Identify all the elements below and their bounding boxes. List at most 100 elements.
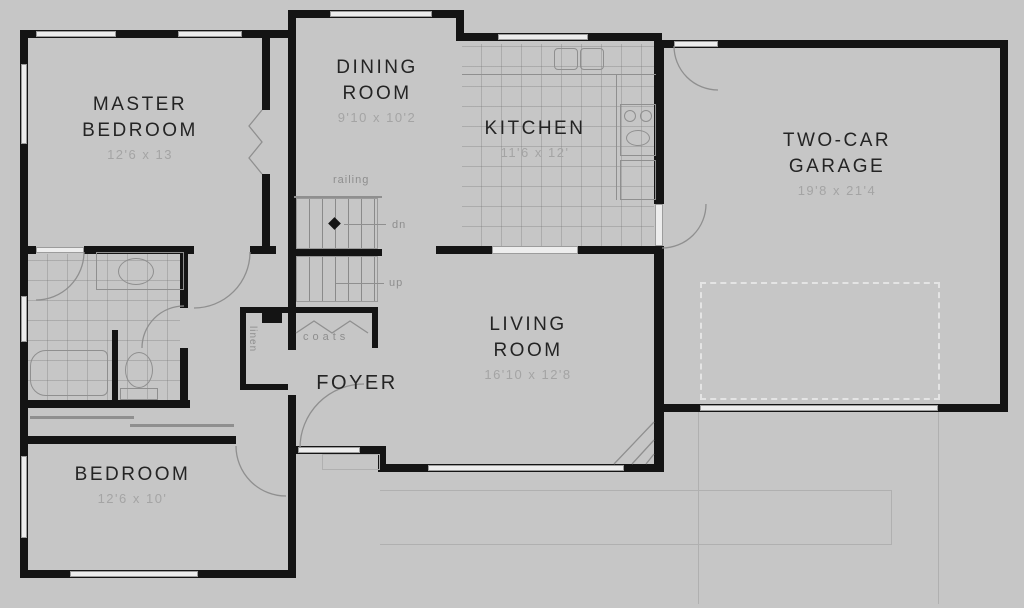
room-dimensions: 11'6 x 12' (500, 145, 570, 160)
room-label-garage: TWO-CAR GARAGE 19'8 x 21'4 (742, 128, 932, 199)
stove-burner (640, 110, 652, 122)
refrigerator (620, 160, 656, 200)
kitchen-garage-door-arc (661, 203, 707, 249)
room-name: DINING (336, 57, 418, 78)
stair-leader-line (336, 283, 384, 284)
driveway-line (698, 412, 699, 604)
room-dimensions: 12'6 x 10' (97, 491, 168, 506)
room-name: LIVING (489, 314, 567, 335)
wall (1000, 40, 1008, 412)
counter-edge (462, 74, 656, 75)
wall (240, 384, 288, 390)
wall (84, 246, 194, 254)
patio-line (891, 490, 892, 545)
driveway-line (938, 412, 939, 604)
stairs-down-label: dn (392, 219, 407, 231)
wall (20, 400, 190, 408)
toilet-bowl (125, 352, 153, 388)
master-bedroom-door-arc (193, 251, 251, 309)
wall (372, 307, 378, 348)
window (330, 11, 432, 17)
wall (654, 246, 664, 472)
garage-ceiling-dashed-outline (700, 282, 940, 400)
stair-leader-line (344, 224, 386, 225)
wall (250, 246, 276, 254)
stove-burner (624, 110, 636, 122)
window (21, 64, 27, 144)
room-name: BEDROOM (74, 464, 191, 485)
wall (262, 38, 270, 110)
room-name: GARAGE (788, 156, 886, 177)
wall (288, 395, 296, 578)
wall (578, 246, 662, 254)
room-name: BEDROOM (82, 120, 198, 141)
linen-closet-label: linen (247, 326, 258, 353)
room-label-kitchen: KITCHEN 11'6 x 12' (455, 116, 615, 161)
room-dimensions: 19'8 x 21'4 (797, 183, 877, 198)
room-name: FOYER (316, 372, 398, 394)
room-label-master-bedroom: MASTER BEDROOM 12'6 x 13 (50, 92, 230, 163)
kitchen-pass-through (492, 246, 578, 254)
vanity-sink (118, 258, 154, 285)
garage-door (700, 405, 938, 411)
stair-railing-wall (294, 249, 382, 256)
patio-line (380, 490, 892, 491)
toilet-tank (120, 388, 158, 400)
room-dimensions: 16'10 x 12'8 (484, 367, 572, 382)
stairs-up-run (296, 256, 378, 302)
wall (20, 436, 236, 444)
wall (20, 246, 36, 254)
window (21, 456, 27, 538)
bedroom-door-arc (235, 445, 287, 497)
room-name: ROOM (342, 83, 412, 104)
stove (620, 104, 656, 156)
room-name: MASTER (92, 94, 188, 115)
wall (20, 30, 296, 38)
room-label-foyer: FOYER (302, 370, 412, 396)
vanity-counter (96, 252, 184, 290)
room-label-living-room: LIVING ROOM 16'10 x 12'8 (448, 312, 608, 383)
front-door-leaf (298, 447, 360, 453)
window (36, 31, 116, 37)
kitchen-sink-basin (580, 48, 604, 70)
wall (262, 174, 270, 254)
bathroom-door-leaf (36, 247, 84, 253)
room-label-dining-room: DINING ROOM 9'10 x 10'2 (302, 55, 452, 126)
room-name: ROOM (493, 340, 563, 361)
stair-guard-line (294, 196, 382, 198)
patio-line (380, 544, 892, 545)
railing-label: railing (333, 174, 370, 186)
kitchen-tile-floor (462, 44, 654, 246)
wall (180, 348, 188, 408)
wall (180, 246, 188, 308)
wall (290, 307, 378, 313)
garage-side-door-leaf (674, 41, 718, 47)
wall (654, 40, 664, 204)
stove-burner (626, 130, 650, 146)
living-room-window (428, 465, 624, 471)
garage-side-door-arc (673, 45, 719, 91)
room-name: KITCHEN (484, 118, 586, 139)
window (21, 296, 27, 342)
wall (378, 446, 386, 472)
kitchen-sink-basin (554, 48, 578, 70)
wall (112, 330, 118, 402)
stairs-up-label: up (389, 277, 404, 289)
room-label-bedroom: BEDROOM 12'6 x 10' (45, 462, 220, 507)
closet-slider-door (130, 424, 234, 427)
wall (240, 307, 246, 390)
wall (436, 246, 492, 254)
window (498, 34, 588, 40)
fireplace (613, 421, 655, 465)
room-dimensions: 9'10 x 10'2 (337, 110, 417, 125)
master-closet-bifold (248, 109, 263, 175)
wall (288, 10, 296, 350)
wall (240, 307, 288, 313)
window (70, 571, 198, 577)
kitchen-garage-door-leaf (655, 204, 663, 246)
room-dimensions: 12'6 x 13 (107, 147, 173, 162)
coats-closet-label: coats (303, 331, 350, 343)
front-stoop (322, 454, 380, 470)
room-name: TWO-CAR (782, 130, 892, 151)
